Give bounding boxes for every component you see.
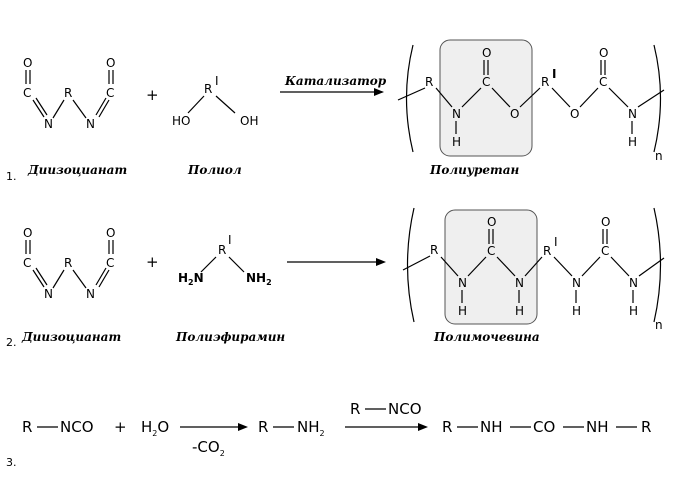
diisocyanate-structure-1: O C N R N C O [23, 56, 115, 131]
atom-n: N [44, 117, 53, 131]
atom-prime: I [215, 74, 219, 88]
atom-oh: OH [240, 114, 258, 128]
atom-c: C [106, 256, 114, 270]
atom-nh2: NH2 [246, 271, 272, 287]
caption-diisocyanate: Диизоцианат [27, 163, 127, 177]
atom-prime: I [228, 233, 232, 247]
reaction-1: O C N R N C O + R I HO OH Катализатор [6, 39, 665, 183]
right-bracket [653, 44, 662, 153]
reagent-nco: NCO [388, 400, 422, 418]
atom-ho: HO [172, 114, 190, 128]
plus-sign: + [146, 253, 159, 271]
caption-polyurethane: Полиуретан [429, 163, 520, 177]
atom-n: N [44, 287, 53, 301]
atom-c: C [599, 75, 607, 89]
atom-o: O [23, 56, 32, 70]
urea-highlight-box [444, 209, 538, 325]
atom-h: H [458, 304, 467, 318]
atom-o: O [23, 226, 32, 240]
reaction-number: 2. [6, 336, 17, 349]
atom-o: O [106, 226, 115, 240]
reaction-number: 3. [6, 456, 17, 469]
atom-h: H [629, 304, 638, 318]
atom-r: R [218, 243, 226, 257]
atom-r: R [425, 75, 433, 89]
atom-r-prime: R [541, 75, 549, 89]
atom-c: C [106, 86, 114, 100]
product-r: R [641, 418, 651, 436]
atom-r: R [64, 256, 72, 270]
atom-c: C [23, 256, 31, 270]
repeat-n: n [655, 149, 663, 163]
plus-sign: + [146, 86, 159, 104]
atom-o: O [510, 107, 519, 121]
polyol-structure: R I HO OH [172, 74, 258, 128]
diisocyanate-structure-2: O C N R N C O [23, 226, 115, 301]
plus-sign: + [114, 418, 127, 436]
atom-prime: I [552, 67, 556, 81]
atom-h: H [515, 304, 524, 318]
atom-r: R [204, 82, 212, 96]
atom-o: O [482, 46, 491, 60]
atom-n: N [515, 276, 524, 290]
reaction-number: 1. [6, 170, 17, 183]
atom-h: H [452, 135, 461, 149]
left-bracket [405, 44, 414, 153]
atom-o: O [487, 215, 496, 229]
atom-n: N [572, 276, 581, 290]
polyurea-structure: R N H C O N H R I N H C O N [402, 207, 665, 332]
atom-o: O [570, 107, 579, 121]
product-nh: NH [480, 418, 503, 436]
water: H2O [141, 418, 169, 438]
r-group: R [22, 418, 32, 436]
reagent-r: R [350, 400, 360, 418]
reaction-3: R NCO + H2O -CO2 R NH2 R NCO R NH CO NH … [6, 400, 651, 469]
atom-o: O [601, 215, 610, 229]
atom-n: N [452, 107, 461, 121]
amine-r: R [258, 418, 268, 436]
atom-c: C [487, 244, 495, 258]
atom-r: R [64, 86, 72, 100]
atom-o: O [599, 46, 608, 60]
atom-n: N [629, 276, 638, 290]
amine-nh2: NH2 [297, 418, 325, 438]
right-bracket [653, 207, 662, 323]
catalyst-label: Катализатор [284, 74, 387, 88]
caption-polyol: Полиол [187, 163, 242, 177]
caption-diisocyanate: Диизоцианат [21, 330, 121, 344]
atom-h: H [628, 135, 637, 149]
polyetheramine-structure: R I H2N NH2 [178, 233, 272, 287]
product-co: CO [533, 418, 555, 436]
atom-r-prime: R [543, 244, 551, 258]
urethane-highlight-box [439, 39, 533, 157]
atom-c: C [482, 75, 490, 89]
atom-o: O [106, 56, 115, 70]
nco-group: NCO [60, 418, 94, 436]
polyurethane-structure: R N H C O O R I O C O N H n [397, 39, 665, 163]
atom-h2n: H2N [178, 271, 204, 287]
caption-polyetheramine: Полиэфирамин [175, 330, 285, 344]
atom-h: H [572, 304, 581, 318]
left-bracket [406, 207, 415, 323]
product-r: R [442, 418, 452, 436]
caption-polyurea: Полимочевина [433, 330, 540, 344]
atom-n: N [458, 276, 467, 290]
reaction-2: O C N R N C O + R I H2N NH2 [6, 207, 665, 349]
atom-c: C [23, 86, 31, 100]
atom-n: N [86, 117, 95, 131]
atom-prime: I [554, 235, 558, 249]
atom-n: N [628, 107, 637, 121]
atom-n: N [86, 287, 95, 301]
repeat-n: n [655, 318, 663, 332]
product-nh: NH [586, 418, 609, 436]
co2-loss: -CO2 [192, 438, 225, 458]
atom-c: C [601, 244, 609, 258]
atom-r: R [430, 243, 438, 257]
